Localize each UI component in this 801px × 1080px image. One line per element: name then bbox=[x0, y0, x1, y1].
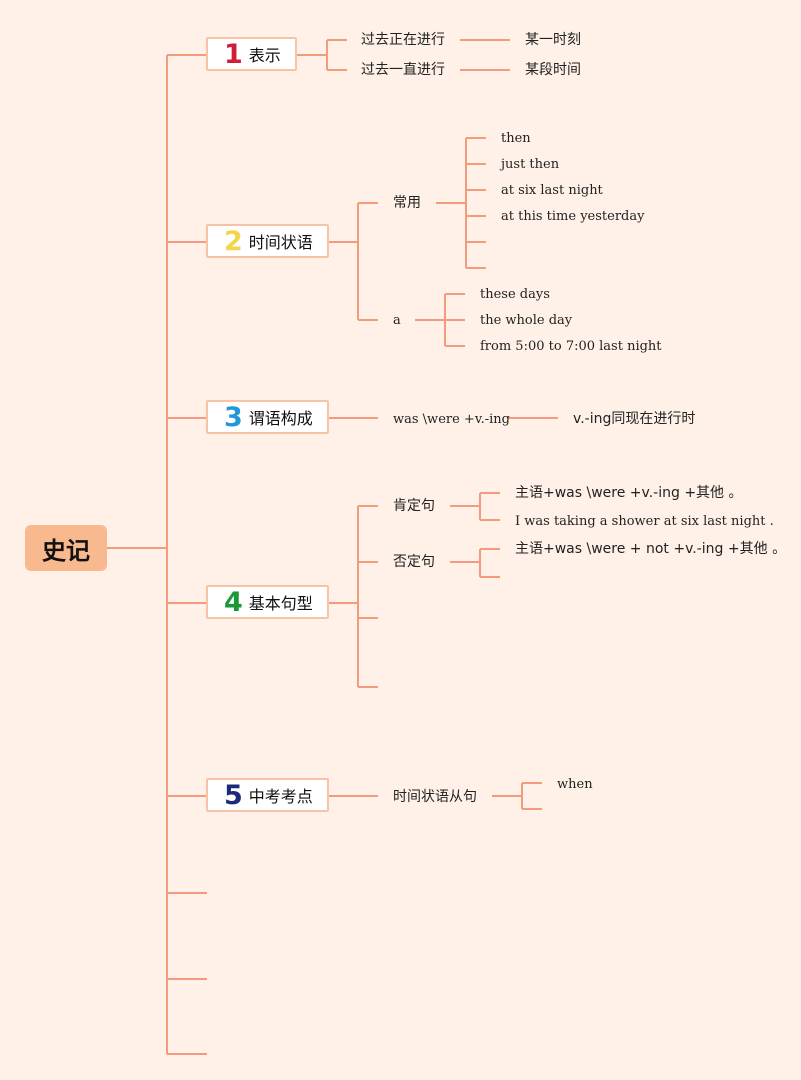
branch-5-label: 中考考点 bbox=[248, 787, 313, 806]
branch-3-number: 3 bbox=[224, 401, 243, 433]
branch-5-node[interactable]: 5 中考考点 bbox=[206, 778, 329, 812]
b3-note-label[interactable]: v.-ing同现在进行时 bbox=[573, 411, 696, 427]
branch-4-label: 基本句型 bbox=[248, 594, 313, 613]
branch-2-node[interactable]: 2 时间状语 bbox=[206, 224, 329, 258]
b5-clause-label[interactable]: 时间状语从句 bbox=[393, 789, 477, 805]
branch-4-number: 4 bbox=[224, 586, 243, 618]
branch-3-label: 谓语构成 bbox=[248, 409, 313, 428]
b2-a-item[interactable]: the whole day bbox=[480, 313, 573, 328]
b3-form-label[interactable]: was \were +v.-ing bbox=[393, 412, 510, 427]
b1-sub2-label[interactable]: 过去一直进行 bbox=[361, 62, 445, 78]
branch-1-label: 表示 bbox=[248, 46, 281, 65]
b2-a-label[interactable]: a bbox=[393, 313, 401, 328]
b4-neg-item[interactable]: 主语+was \were + not +v.-ing +其他 。 bbox=[515, 541, 787, 557]
b4-affirm-label[interactable]: 肯定句 bbox=[393, 498, 435, 514]
b2-common-item[interactable]: at this time yesterday bbox=[501, 209, 645, 224]
branch-4-node[interactable]: 4 基本句型 bbox=[206, 585, 329, 619]
branch-3-node[interactable]: 3 谓语构成 bbox=[206, 400, 329, 434]
b2-common-item[interactable]: at six last night bbox=[501, 183, 603, 198]
b2-common-item[interactable]: then bbox=[501, 131, 531, 146]
b2-a-item[interactable]: from 5:00 to 7:00 last night bbox=[480, 339, 662, 354]
root-node[interactable]: 史记 bbox=[25, 525, 107, 571]
b4-neg-label[interactable]: 否定句 bbox=[393, 554, 435, 570]
branch-1-node[interactable]: 1 表示 bbox=[206, 37, 297, 71]
b5-item[interactable]: when bbox=[557, 777, 593, 792]
b4-affirm-item[interactable]: I was taking a shower at six last night … bbox=[515, 514, 774, 529]
b2-common-label[interactable]: 常用 bbox=[393, 195, 421, 211]
b1-sub1-leaf[interactable]: 某一时刻 bbox=[525, 32, 581, 48]
branch-2-label: 时间状语 bbox=[248, 233, 313, 252]
branch-1-number: 1 bbox=[224, 38, 243, 70]
b2-a-item[interactable]: these days bbox=[480, 287, 550, 302]
branch-2-number: 2 bbox=[224, 225, 243, 257]
branch-5-number: 5 bbox=[224, 779, 243, 811]
b1-sub1-label[interactable]: 过去正在进行 bbox=[361, 32, 445, 48]
b1-sub2-leaf[interactable]: 某段时间 bbox=[525, 62, 581, 78]
b4-affirm-item[interactable]: 主语+was \were +v.-ing +其他 。 bbox=[515, 485, 743, 501]
b2-common-item[interactable]: just then bbox=[501, 157, 560, 172]
